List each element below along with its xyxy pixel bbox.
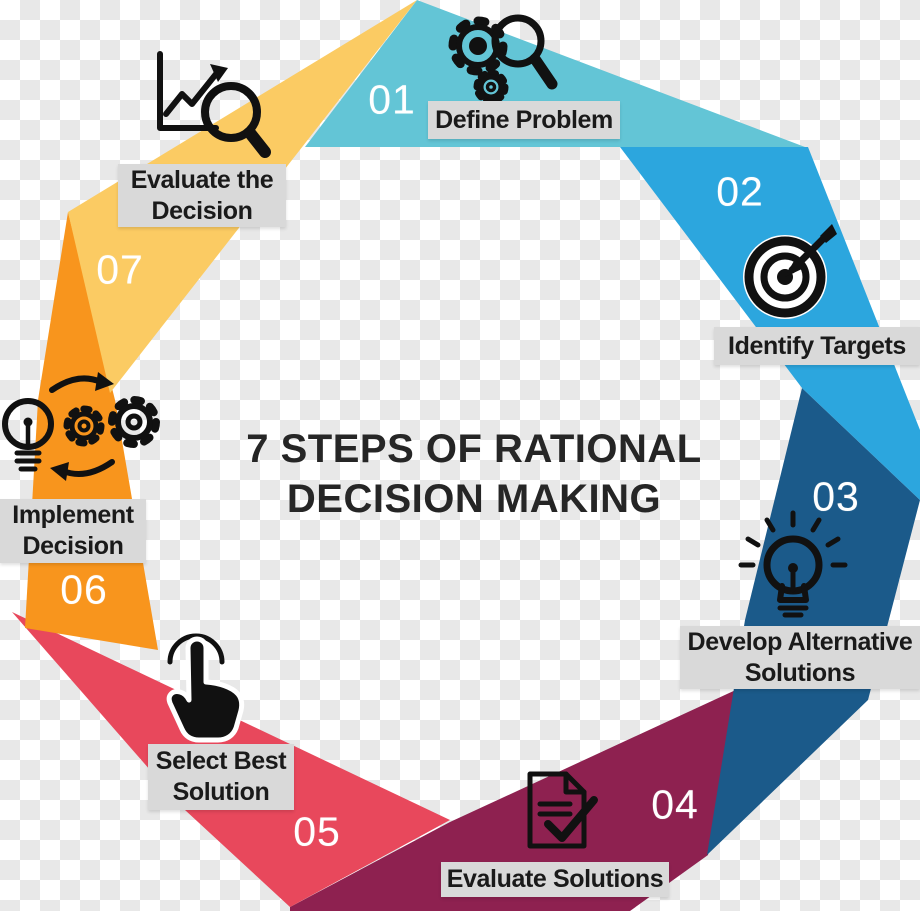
step-number-06: 06 xyxy=(60,566,108,613)
bulb-gears-icon xyxy=(2,372,160,481)
step-number-07: 07 xyxy=(96,246,144,293)
diagram-title-line2: DECISION MAKING xyxy=(286,477,662,521)
gears-magnifier-icon xyxy=(448,14,558,105)
segment-04-ribbon xyxy=(290,688,740,911)
step-label-implement-decision: Implement Decision xyxy=(0,499,146,563)
step-label-develop-alternative: Develop Alternative Solutions xyxy=(680,626,920,689)
hand-pointer-icon xyxy=(166,633,245,743)
lightbulb-rays-icon xyxy=(738,510,848,618)
step-label-evaluate-solutions: Evaluate Solutions xyxy=(441,862,669,897)
segment-03-ribbon xyxy=(707,388,920,855)
step-label-define-problem: Define Problem xyxy=(428,101,620,139)
step-number-01: 01 xyxy=(368,76,416,123)
document-check-icon xyxy=(527,771,598,849)
step-label-identify-targets: Identify Targets xyxy=(714,327,920,365)
chart-magnifier-icon xyxy=(157,51,271,158)
diagram-title: 7 STEPS OF RATIONAL DECISION MAKING xyxy=(235,424,713,524)
diagram-title-line1: 7 STEPS OF RATIONAL xyxy=(246,427,702,471)
step-number-05: 05 xyxy=(293,808,341,855)
step-number-02: 02 xyxy=(716,168,764,215)
segment-02-ribbon xyxy=(620,147,920,500)
step-number-04: 04 xyxy=(651,781,699,828)
step-number-03: 03 xyxy=(812,473,860,520)
step-label-evaluate-decision: Evaluate the Decision xyxy=(118,164,286,227)
step-label-select-best-solution: Select Best Solution xyxy=(148,744,294,810)
target-arrow-icon xyxy=(743,224,837,319)
